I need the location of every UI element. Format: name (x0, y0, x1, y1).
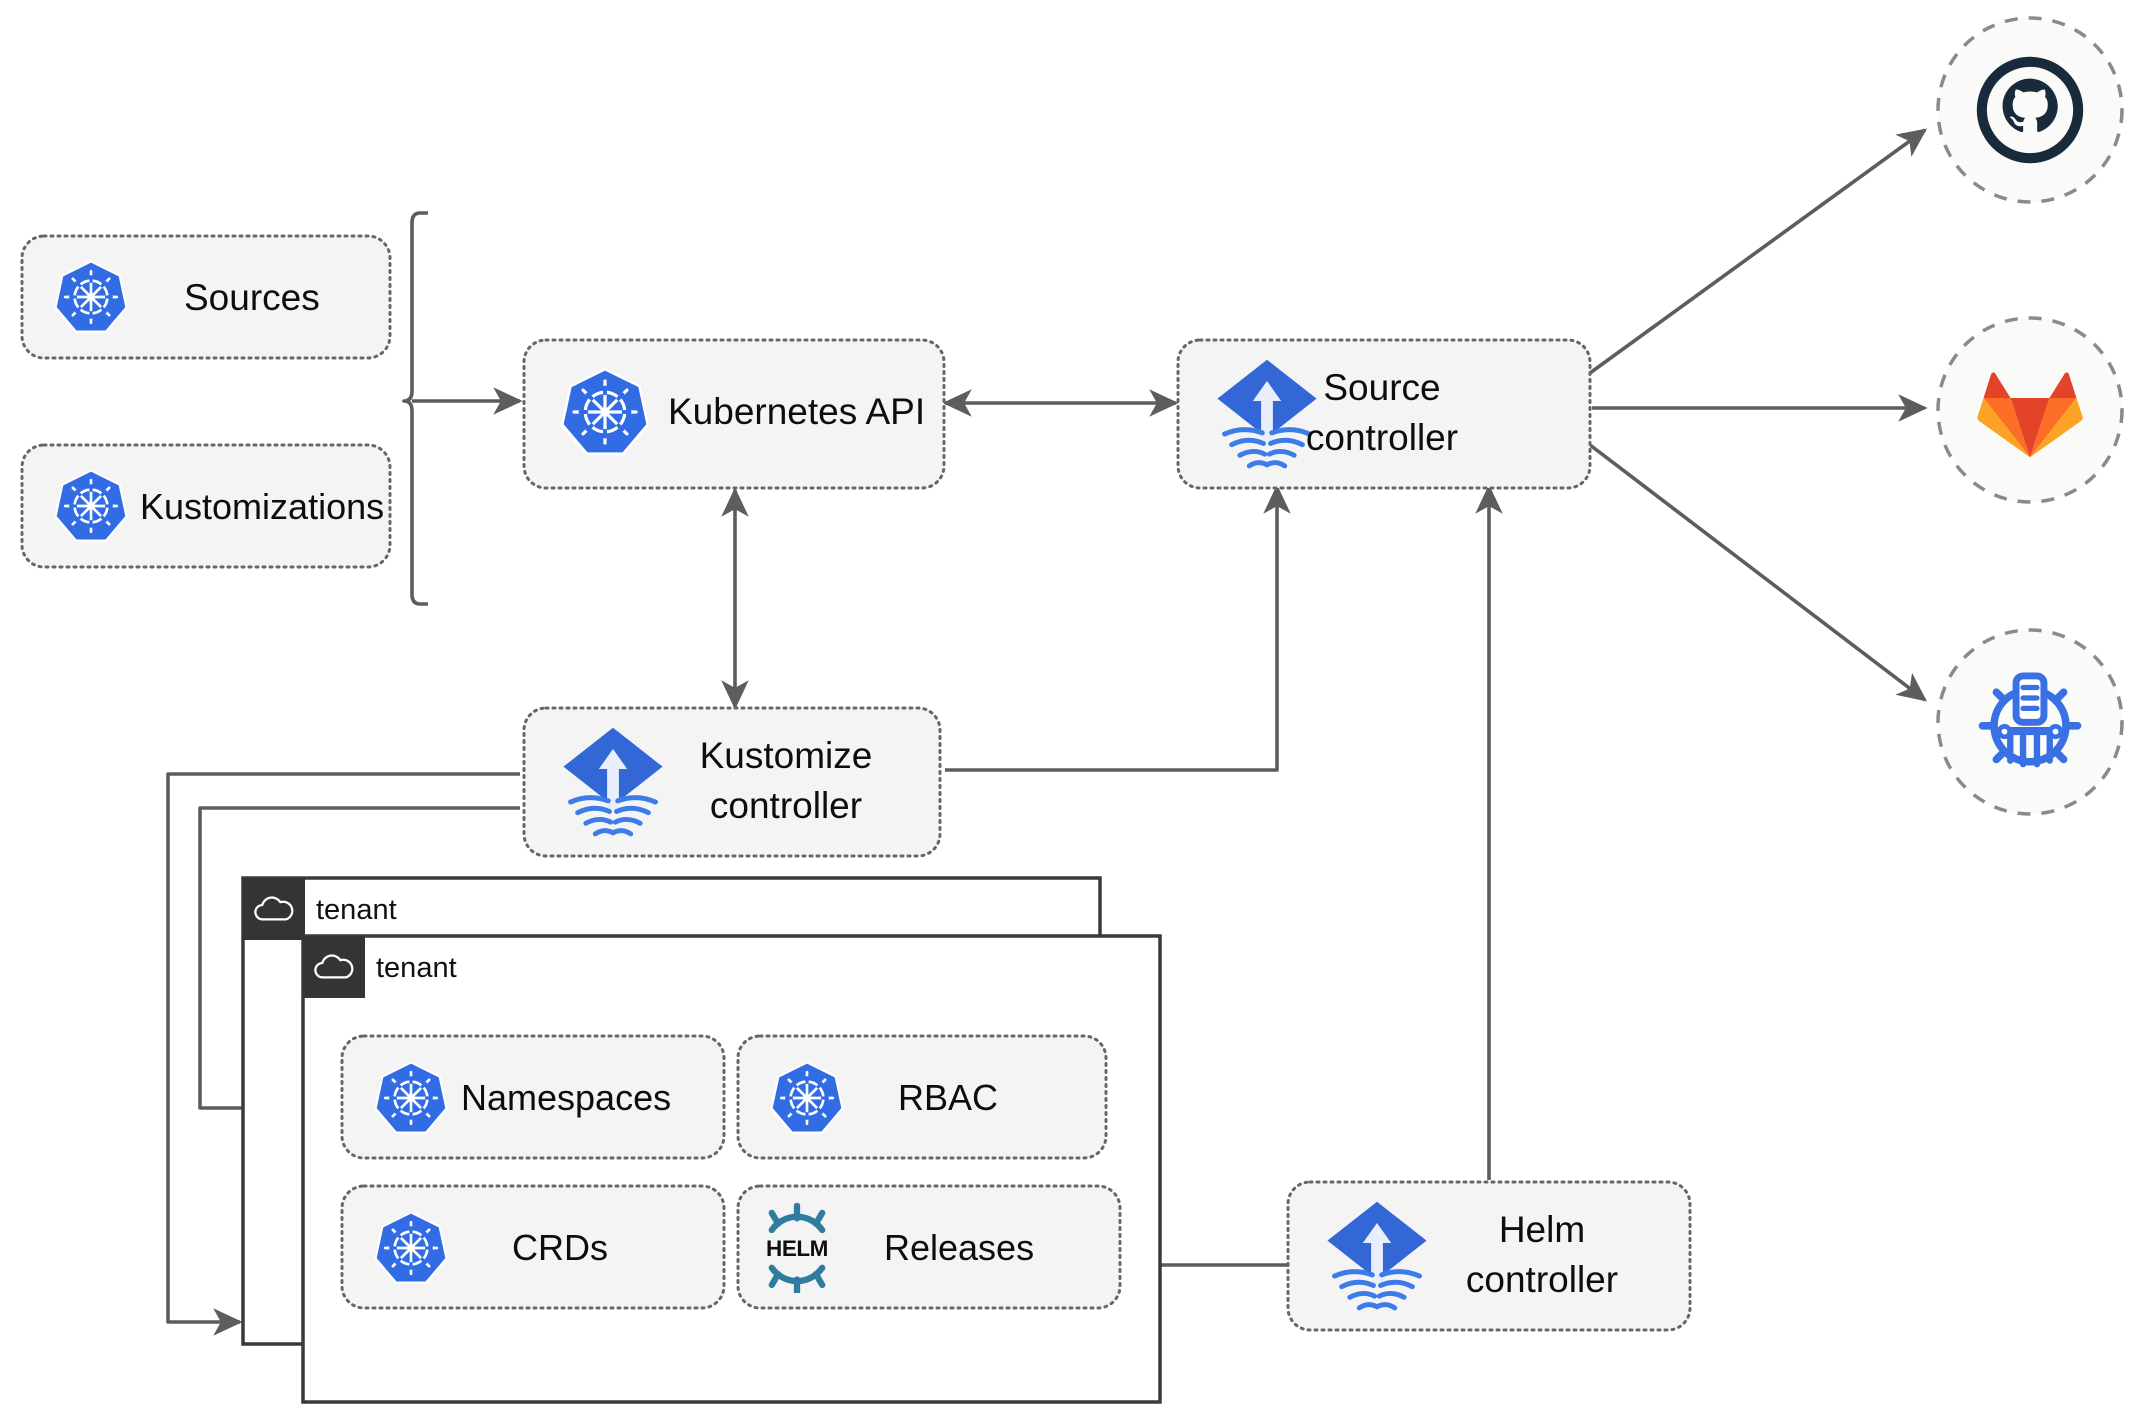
releases-label: Releases (884, 1227, 1034, 1268)
tenant-inner-label: tenant (376, 952, 457, 984)
node-kustomizations[interactable]: Kustomizations (20, 443, 392, 569)
helm-wheel-icon (766, 1206, 828, 1292)
edge-kustomize-to-source-controller (945, 484, 1291, 772)
node-releases[interactable]: Releases (736, 1184, 1122, 1310)
node-sources[interactable]: Sources (20, 234, 392, 360)
tenant-outer-chip (243, 878, 305, 940)
helm-controller-label-2: controller (1466, 1259, 1618, 1300)
node-helm-controller[interactable]: Helm controller (1286, 1180, 1692, 1332)
node-rbac[interactable]: RBAC (736, 1034, 1108, 1160)
node-crds[interactable]: CRDs (340, 1184, 726, 1310)
helm-controller-label-1: Helm (1499, 1209, 1585, 1250)
node-kubernetes-api[interactable]: Kubernetes API (522, 338, 946, 490)
crds-card[interactable] (340, 1184, 726, 1310)
tenant-outer-label: tenant (316, 894, 397, 926)
sources-card[interactable] (20, 234, 392, 360)
tenant-inner-box[interactable] (301, 934, 1162, 1404)
releases-card[interactable] (736, 1184, 1122, 1310)
edge-source-to-github (1588, 128, 1928, 375)
sources-label: Sources (184, 277, 320, 318)
kustomize-controller-label-1: Kustomize (700, 735, 873, 776)
rbac-card[interactable] (736, 1034, 1108, 1160)
node-namespaces[interactable]: Namespaces (340, 1034, 726, 1160)
edge-kustomize-to-tenant-outer (166, 772, 520, 1336)
edge-source-to-helm-repo (1588, 443, 1928, 702)
node-source-controller[interactable]: Source controller (1176, 338, 1592, 490)
kustomizations-label: Kustomizations (140, 486, 384, 527)
namespaces-label: Namespaces (461, 1077, 671, 1118)
kubernetes-api-label: Kubernetes API (668, 391, 925, 432)
tenant-inner[interactable]: tenant (301, 934, 1162, 1404)
edge-sources-brace (402, 211, 428, 606)
kustomize-controller-label-2: controller (710, 785, 862, 826)
node-kustomize-controller[interactable]: Kustomize controller (522, 706, 942, 858)
rbac-label: RBAC (898, 1077, 998, 1118)
kubernetes-api-card[interactable] (522, 338, 946, 490)
github-circle[interactable] (1936, 16, 2124, 204)
provider-github[interactable] (1936, 16, 2124, 204)
crds-label: CRDs (512, 1227, 608, 1268)
source-controller-label-1: Source (1323, 367, 1440, 408)
namespaces-card[interactable] (340, 1034, 726, 1160)
tenant-inner-chip (303, 936, 365, 998)
provider-gitlab[interactable] (1936, 316, 2124, 504)
kustomizations-card[interactable] (20, 443, 392, 569)
provider-helm[interactable] (1936, 628, 2124, 816)
source-controller-label-2: controller (1306, 417, 1458, 458)
